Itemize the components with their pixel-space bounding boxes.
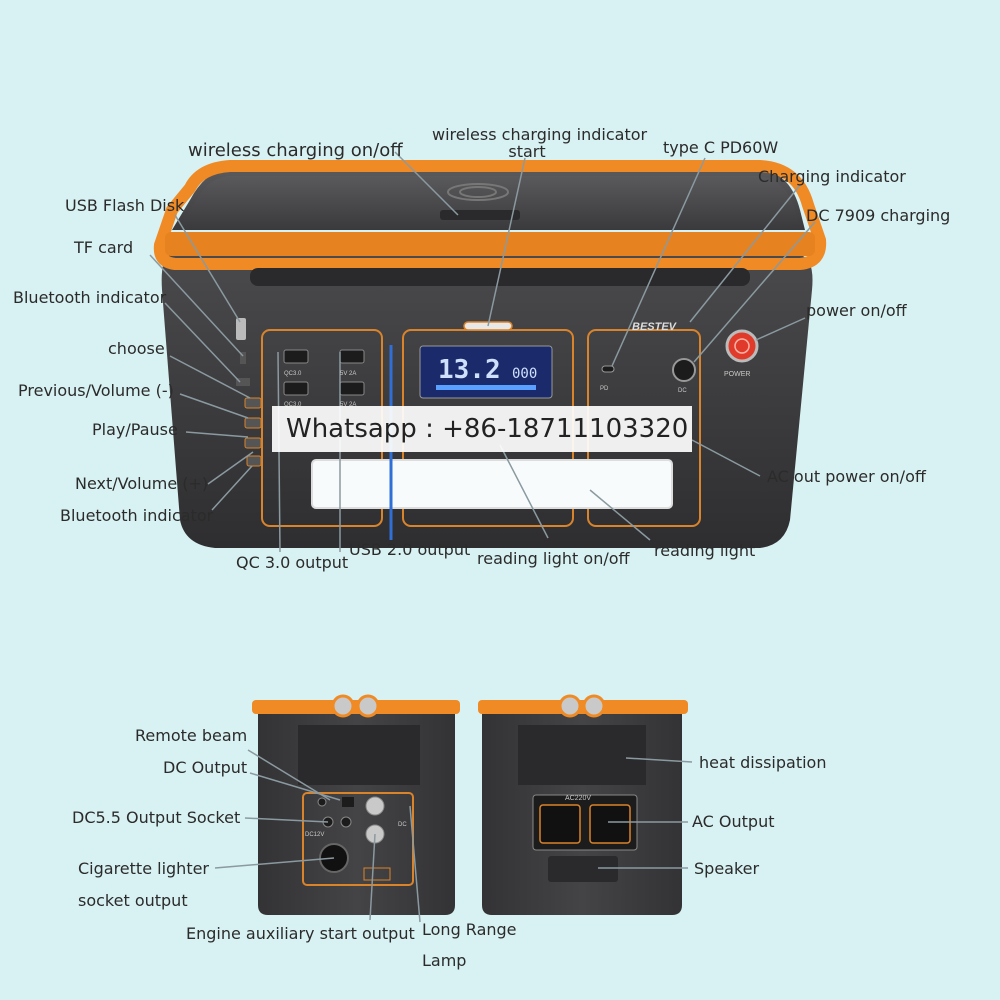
- label-next-volume: Next/Volume (+): [75, 474, 209, 493]
- dc12v-text: DC12V: [305, 832, 324, 838]
- label-usb2-output: USB 2.0 output: [349, 540, 471, 559]
- label-qc-output: QC 3.0 output: [236, 553, 349, 572]
- usb2-port-2: [339, 381, 365, 396]
- label-remote-beam: Remote beam: [135, 726, 248, 745]
- label-type-c: type C PD60W: [663, 138, 779, 157]
- label-heat-dissipation: heat dissipation: [699, 753, 827, 772]
- label-bluetooth-indicator-top: Bluetooth indicator: [13, 288, 167, 307]
- wireless-charging-button: [440, 210, 520, 220]
- dc7909-port: [672, 358, 696, 382]
- label-wireless-charging-on-off: wireless charging on/off: [188, 140, 403, 161]
- lcd-unit: 000: [512, 366, 537, 382]
- label-dc55-socket: DC5.5 Output Socket: [72, 808, 241, 827]
- label-power-on-off: power on/off: [806, 301, 907, 320]
- label-cigarette-line1: Cigarette lighter: [78, 859, 210, 878]
- label-choose: choose: [108, 339, 165, 358]
- label-reading-light-on-off: reading light on/off: [477, 549, 630, 568]
- label-bluetooth-indicator-bottom: Bluetooth indicator: [60, 506, 214, 525]
- label-engine-start: Engine auxiliary start output: [186, 924, 415, 943]
- type-c-port: [601, 365, 615, 373]
- label-wireless-charging-indicator: wireless charging indicator start: [432, 125, 648, 161]
- label-ac-output: AC Output: [692, 812, 775, 831]
- label-reading-light: reading light: [654, 541, 756, 560]
- rear-left-grille: [298, 725, 420, 785]
- whatsapp-watermark: Whatsapp : +86-18711103320: [272, 406, 692, 452]
- label-cigarette-line2: socket output: [78, 891, 188, 910]
- label-previous-volume: Previous/Volume (-): [18, 381, 174, 400]
- usb-flash-slot: [236, 318, 246, 340]
- port-qc-text: QC3.0: [284, 371, 302, 377]
- port-qc2-text: QC3.0: [284, 402, 302, 408]
- label-dc-output: DC Output: [163, 758, 248, 777]
- speaker-grille: [548, 856, 618, 882]
- dc-small-text: DC: [398, 822, 407, 828]
- label-tf-card: TF card: [74, 238, 134, 257]
- label-ac-out-power: AC out power on/off: [767, 467, 926, 486]
- reading-light-panel: [312, 460, 672, 508]
- device-orange-rim: [153, 160, 827, 270]
- brand-logo: BESTEV: [632, 321, 678, 333]
- label-long-range-line2: Lamp: [422, 951, 467, 970]
- leader-lines: [149, 151, 816, 923]
- label-usb-flash-disk: USB Flash Disk: [65, 196, 185, 215]
- port-5v2-text: 5V 2A: [340, 402, 356, 408]
- label-wireless-charging-indicator-line2: start: [508, 142, 546, 161]
- port-5v-text: 5V 2A: [340, 371, 356, 377]
- ac-voltage-text: AC220V: [565, 795, 591, 802]
- port-pd-text: PD: [600, 386, 609, 392]
- power-text: POWER: [724, 371, 750, 378]
- wireless-charging-coil: [447, 183, 509, 201]
- port-dc-text: DC: [678, 388, 687, 394]
- label-charging-indicator: Charging indicator: [758, 167, 906, 186]
- usb2-port-1: [339, 349, 365, 364]
- label-long-range-line1: Long Range: [422, 920, 517, 939]
- label-speaker: Speaker: [694, 859, 760, 878]
- label-dc-7909: DC 7909 charging: [806, 206, 951, 225]
- tf-card-slot: [240, 352, 246, 364]
- qc-port-1: [283, 349, 309, 364]
- label-play-pause: Play/Pause: [92, 420, 178, 439]
- label-wireless-charging-indicator-line1: wireless charging indicator: [432, 125, 648, 144]
- power-button: [725, 329, 759, 363]
- qc-port-2: [283, 381, 309, 396]
- rear-right-grille: [518, 725, 646, 785]
- lcd-value: 13.2: [438, 355, 501, 385]
